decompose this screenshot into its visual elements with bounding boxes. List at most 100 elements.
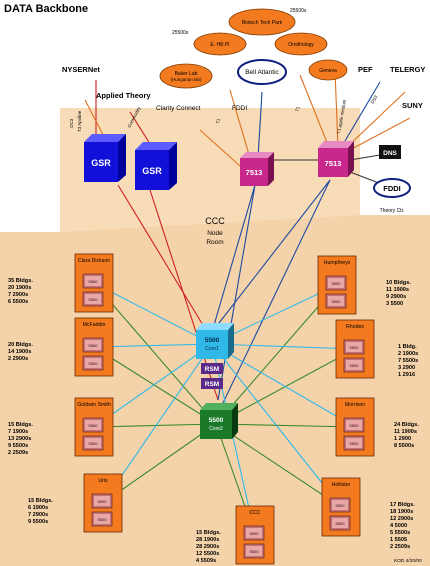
nysernet-label: NYSERNet	[62, 65, 100, 74]
ccc-node-label: Node	[207, 230, 223, 237]
fddi-right-label: FDDI	[383, 184, 401, 193]
switch-label: 5500	[350, 345, 360, 350]
node-name: Rhodes	[346, 324, 364, 330]
node-stat: 24 Bldgs.	[394, 422, 419, 428]
footer-credit: KOD 4/20/00	[394, 558, 422, 564]
switch-label: 5500	[350, 363, 360, 368]
core1-link-7	[211, 343, 356, 428]
switch-label: 5500	[250, 531, 260, 536]
switch-label: 5500	[98, 517, 108, 522]
switch-label: 5500	[332, 281, 342, 286]
switch-face	[246, 546, 262, 556]
switch-face	[94, 496, 110, 506]
switch-label: 5500	[350, 423, 360, 428]
core2-label: 5500	[209, 417, 224, 424]
core2-link-0	[93, 282, 217, 425]
node-stat: 12 5500s	[196, 551, 219, 557]
switch-label: 5500	[336, 503, 346, 508]
speed-label-right: 25500s	[290, 8, 307, 14]
bell-atlantic-ring	[237, 59, 287, 85]
node-stat: 9 5500s	[8, 443, 28, 449]
node-stat: 2 2900s	[8, 356, 28, 362]
dns-label: DNS	[383, 150, 397, 157]
pef-label: PEF	[358, 65, 373, 74]
switch-face	[85, 294, 101, 304]
oval-ehill-label: E. Hill PI	[210, 42, 229, 48]
node-stat: 5 5500s	[390, 530, 410, 536]
node-name: Hollister	[332, 482, 351, 488]
node-stat: 3 5500	[386, 301, 403, 307]
telergy-label: TELERGY	[390, 65, 425, 74]
node-stat: 2 2509s	[8, 450, 28, 456]
node-stat: 9 2900s	[386, 294, 406, 300]
switch-label: 5500	[89, 343, 99, 348]
node-stat: 15 Bldgs.	[28, 498, 53, 504]
core1-link-1	[93, 343, 213, 348]
node-stat: 18 1900s	[390, 509, 413, 515]
node-stat: 28 1900s	[196, 537, 219, 543]
switch-label: 5500	[89, 441, 99, 446]
node-name: Uris	[98, 478, 108, 484]
node-stat: 1 2916	[398, 372, 415, 378]
oval-geneva-label: Geneva	[319, 68, 337, 74]
core1-label: 5500	[205, 337, 220, 344]
svg-text:DS3: DS3	[370, 94, 379, 104]
node-stat: 8 5500s	[394, 443, 414, 449]
switch-face	[246, 528, 262, 538]
core2-link-8	[215, 423, 342, 508]
node-stat: 11 1900s	[386, 287, 409, 293]
router-7513-b: 7513	[318, 141, 354, 177]
core2-link-1	[93, 346, 217, 425]
node-stat: 1 Bldg.	[398, 344, 417, 350]
node-stat: 2 2509s	[390, 544, 410, 550]
switch-face	[332, 500, 348, 510]
oval-ehill	[193, 32, 247, 56]
node-stat: 7 1900s	[8, 429, 28, 435]
oval-geneva	[308, 59, 348, 81]
oval-bakerlab	[159, 63, 213, 89]
node-name: Goldwin Smith	[77, 402, 111, 408]
core-switch-2: 5500 Core2	[200, 403, 238, 439]
network-links	[84, 69, 411, 406]
oval-ornithology-label: Ornithology	[288, 42, 314, 48]
oval-bakerlab-label: Baker Lab	[175, 71, 198, 77]
bell-atlantic-label: Bell Atlantic	[245, 69, 279, 76]
node-stat: 17 Bldgs.	[390, 502, 415, 508]
external-sites: Biotech Tech Park E. Hill PI Ornithology…	[159, 8, 348, 89]
router-7513-a: 7513	[240, 152, 274, 186]
core1-link-0	[93, 282, 213, 345]
switch-label: 5500	[250, 549, 260, 554]
ccc-room-label: Room	[206, 239, 223, 246]
switch-label: 5500	[89, 361, 99, 366]
suny-label: SUNY	[402, 101, 423, 110]
svg-text:T1: T1	[294, 105, 301, 112]
ccc-label: CCC	[205, 216, 225, 226]
switch-label: 5500	[98, 499, 108, 504]
node-stat: 7 2900s	[8, 292, 28, 298]
node-stat: 15 Bldgs.	[196, 530, 221, 536]
node-stat: 9 5500s	[28, 519, 48, 525]
switch-face	[85, 438, 101, 448]
switch-label: 5500	[332, 299, 342, 304]
switch-label: 5500	[350, 441, 360, 446]
switch-label: 5500	[89, 279, 99, 284]
switch-face	[85, 358, 101, 368]
oval-biotech-label: Biotech Tech Park	[242, 20, 283, 26]
page-title: DATA Backbone	[4, 3, 88, 15]
node-stat: 4 5000	[390, 523, 407, 529]
svg-text:OC3: OC3	[69, 118, 74, 128]
node-stat: 13 2900s	[8, 436, 31, 442]
rsm-2-label: RSM	[205, 381, 219, 388]
gsr-1-label: GSR	[91, 158, 111, 168]
node-stat: 35 Bldgs.	[8, 278, 33, 284]
node-6: Rhodes 5500 5500	[335, 319, 375, 379]
node-name: Morrison	[345, 402, 365, 408]
gsr-2-label: GSR	[142, 166, 162, 176]
switch-label: 5500	[89, 297, 99, 302]
router-7513-a-label: 7513	[246, 168, 263, 177]
node-stat: 4 5509s	[196, 558, 216, 564]
